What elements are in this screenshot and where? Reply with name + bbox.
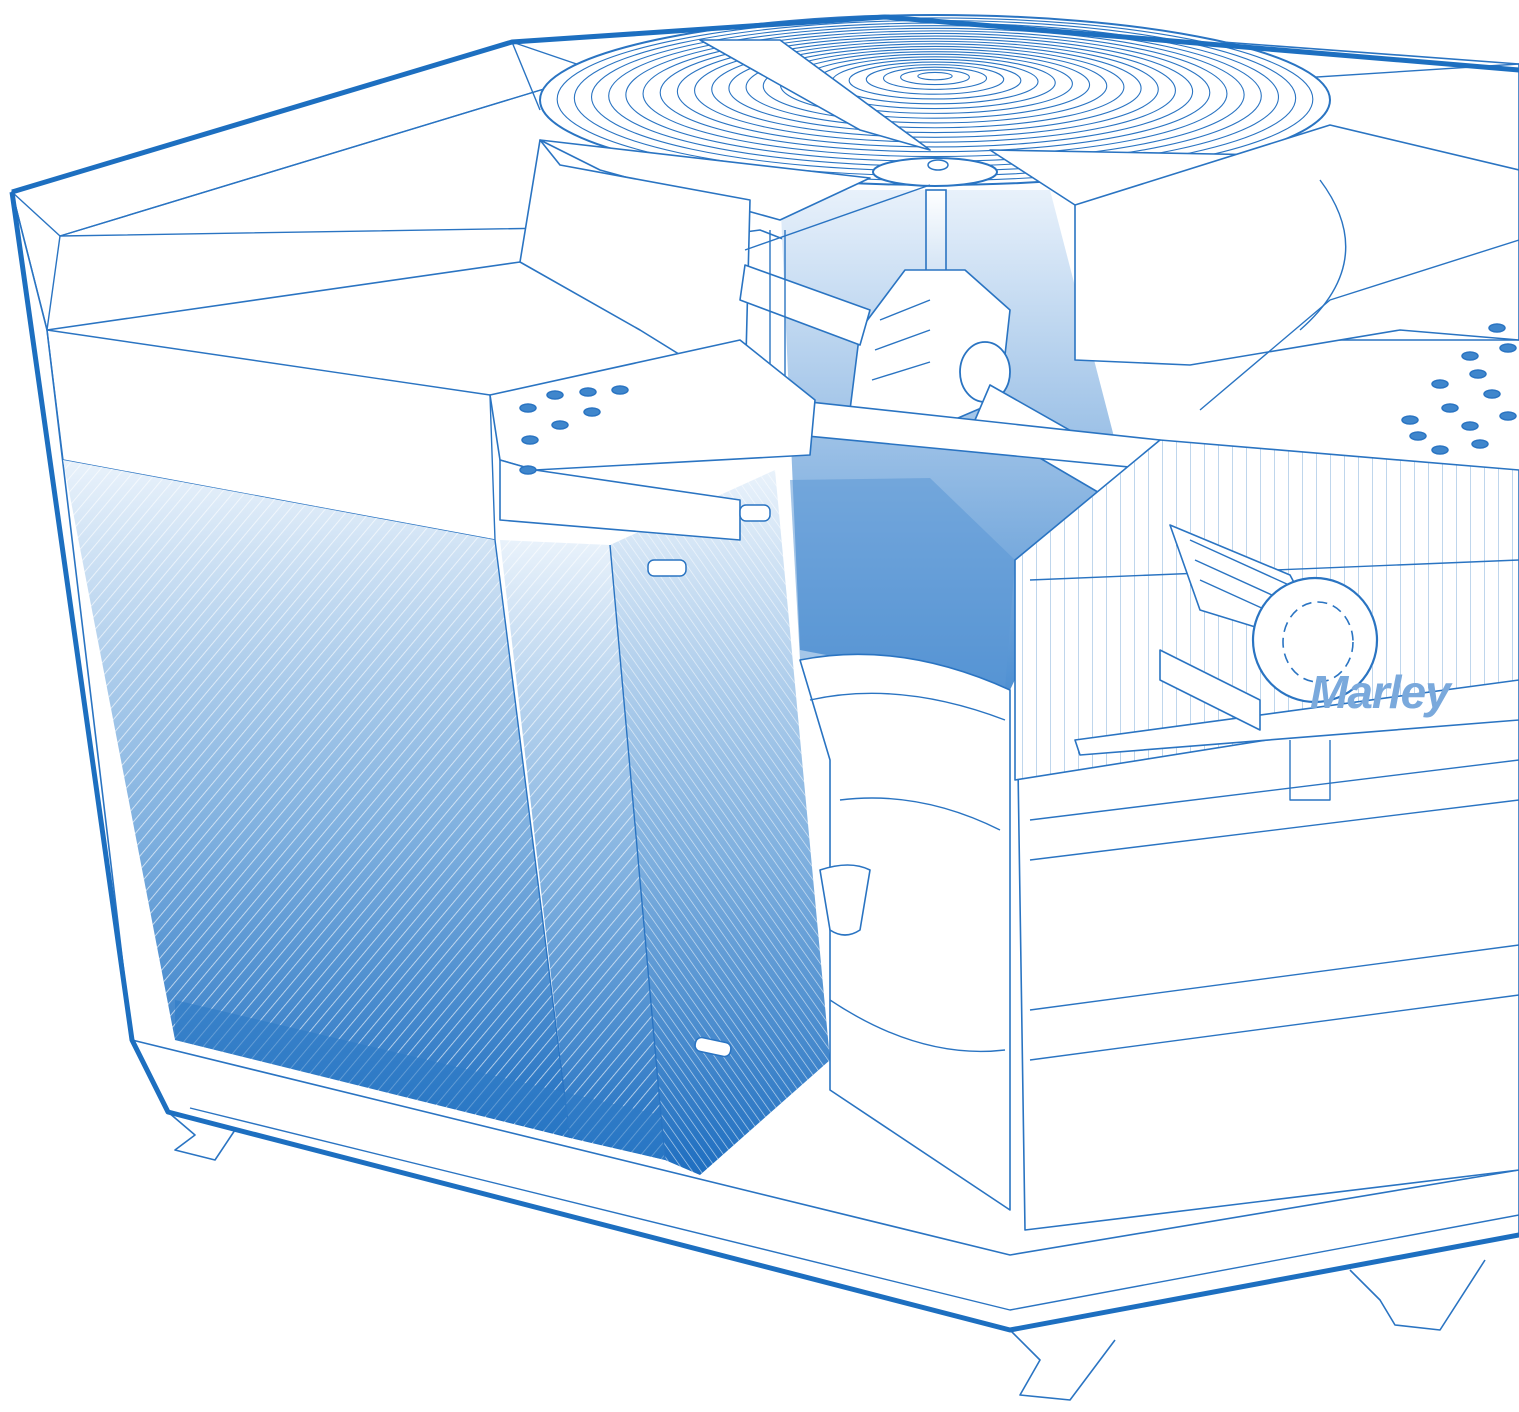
nozzle-hole	[1488, 323, 1506, 333]
guard-ring	[728, 43, 1142, 134]
nozzle-hole	[519, 465, 537, 475]
nozzle-hole	[1461, 351, 1479, 361]
guard-ring	[642, 30, 1228, 158]
fan-cylinder	[519, 14, 1519, 411]
guard-ring	[745, 45, 1125, 129]
nozzle-hole	[1483, 389, 1501, 399]
geareducer-assembly	[739, 184, 1161, 506]
guard-ring	[694, 38, 1176, 143]
distribution-nozzles-right	[1401, 323, 1517, 455]
distribution-nozzles-left	[519, 385, 629, 475]
nozzle-hole	[1409, 431, 1427, 441]
outer-outline-bottom	[9, 191, 1519, 1333]
guard-ring	[762, 48, 1108, 124]
nozzle-hole	[1401, 415, 1419, 425]
fan-hub	[872, 157, 998, 187]
nozzle-hole	[551, 420, 569, 430]
nozzle-hole	[583, 407, 601, 417]
guard-ring	[900, 69, 970, 86]
support-leg-center	[1009, 1329, 1116, 1401]
nozzle-hole	[519, 403, 537, 413]
nozzle-hole	[579, 387, 597, 397]
guard-ring	[848, 61, 1022, 100]
guard-ring	[659, 32, 1211, 153]
fan-blade-back	[699, 39, 931, 151]
nozzle-hole	[1461, 421, 1479, 431]
nozzle-hole	[1471, 439, 1489, 449]
support-leg-right	[1349, 1259, 1486, 1331]
motor-platform	[1074, 679, 1519, 756]
hot-water-basin-left	[489, 339, 816, 577]
guard-ring	[882, 66, 988, 90]
cold-water-basin	[799, 653, 1011, 1211]
outer-outline-top	[11, 14, 1519, 195]
nozzle-hole	[1441, 403, 1459, 413]
outlet-sump	[819, 864, 871, 936]
brand-logo: Marley	[1310, 666, 1453, 718]
support-leg-left	[167, 1111, 236, 1161]
nozzle-hole	[611, 385, 629, 395]
nozzle-hole	[1469, 369, 1487, 379]
nozzle-hole	[546, 390, 564, 400]
guard-ring	[917, 71, 953, 81]
motor-end-bell	[1251, 576, 1379, 704]
guard-ring	[865, 64, 1005, 95]
nozzle-hole	[1431, 445, 1449, 455]
motor-assembly: Marley	[1074, 524, 1519, 801]
fill-media-left	[63, 460, 830, 1175]
nozzle-hole	[1431, 379, 1449, 389]
nozzle-hole	[1499, 411, 1517, 421]
fan-stack-wall-right	[1074, 124, 1519, 366]
fan-blade-left	[539, 139, 871, 221]
nozzle-hole	[1499, 343, 1517, 353]
guard-ring	[676, 35, 1194, 148]
guard-ring	[711, 40, 1159, 138]
fan-shaft	[925, 189, 947, 281]
nozzle-hole	[521, 435, 539, 445]
